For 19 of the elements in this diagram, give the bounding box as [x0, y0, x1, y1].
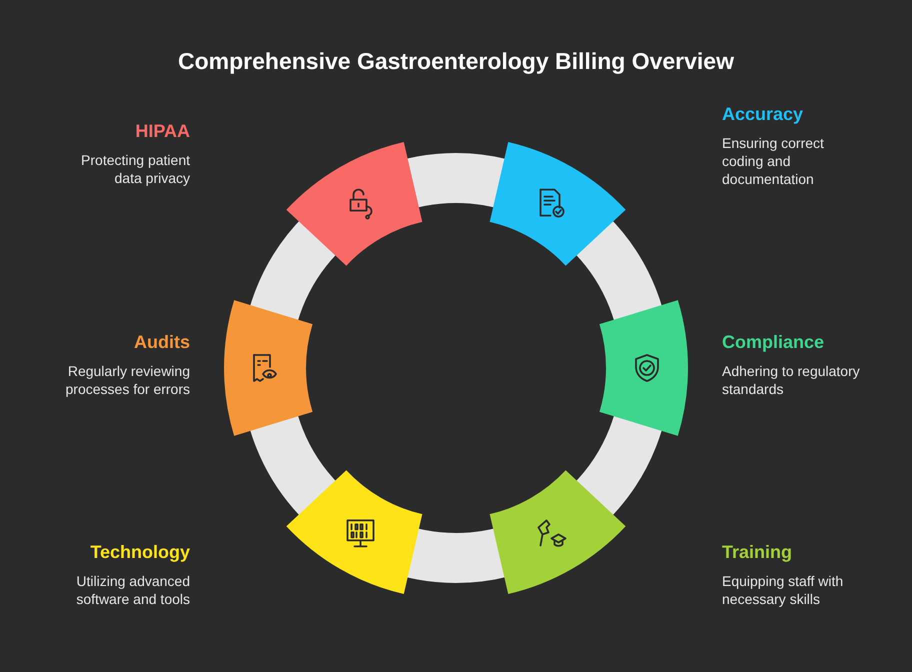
- item-description: Protecting patient data privacy: [80, 151, 190, 187]
- item-description: Utilizing advanced software and tools: [75, 572, 190, 608]
- ring-segment: [490, 470, 626, 594]
- item-heading: Technology: [90, 542, 190, 563]
- item-heading: HIPAA: [135, 121, 190, 142]
- ring-segment: [490, 142, 626, 266]
- ring-segment: [286, 470, 422, 594]
- item-description: Equipping staff with necessary skills: [722, 572, 844, 608]
- item-description: Regularly reviewing processes for errors: [64, 362, 190, 398]
- ring-segment: [224, 300, 313, 436]
- ring-segment: [599, 300, 688, 436]
- item-heading: Training: [722, 542, 792, 563]
- item-description: Ensuring correct coding and documentation: [722, 134, 825, 188]
- item-description: Adhering to regulatory standards: [722, 362, 861, 398]
- item-heading: Compliance: [722, 332, 824, 353]
- ring-segment: [286, 142, 422, 266]
- diagram-title: Comprehensive Gastroenterology Billing Overview: [177, 48, 735, 75]
- item-heading: Audits: [134, 332, 190, 353]
- item-heading: Accuracy: [722, 104, 804, 125]
